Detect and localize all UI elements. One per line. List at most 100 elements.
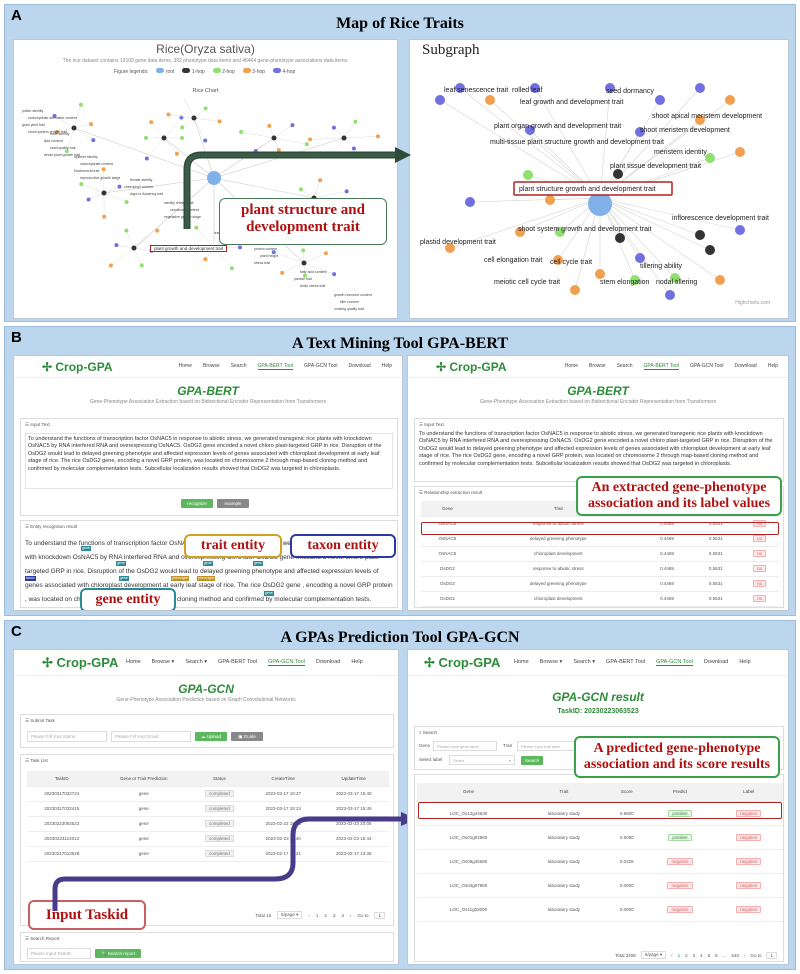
graph-node[interactable] xyxy=(191,115,197,121)
graph-node[interactable] xyxy=(523,170,533,180)
graph-node[interactable] xyxy=(595,269,605,279)
graph-node[interactable] xyxy=(101,167,106,172)
goto-input[interactable]: 1 xyxy=(766,951,777,959)
graph-node[interactable] xyxy=(465,197,475,207)
graph-node[interactable] xyxy=(271,250,276,255)
graph-node[interactable] xyxy=(180,136,184,140)
recognize-button[interactable]: recognize xyxy=(181,499,213,508)
graph-node[interactable] xyxy=(341,135,347,141)
nav-gpa-gcn[interactable]: GPA-GCN Tool xyxy=(268,659,305,666)
graph-node[interactable] xyxy=(695,115,705,125)
graph-node[interactable] xyxy=(276,148,281,153)
graph-node[interactable] xyxy=(605,83,615,93)
graph-node[interactable] xyxy=(101,190,107,196)
crop-gpa-logo[interactable]: ✢ Crop-GPA xyxy=(424,655,501,670)
gene-input[interactable]: Please input gene label xyxy=(433,741,497,751)
nav-browse[interactable]: Browse ▾ xyxy=(539,659,563,665)
graph-node[interactable] xyxy=(237,245,242,250)
graph-node[interactable] xyxy=(267,123,272,128)
graph-node[interactable] xyxy=(630,275,640,285)
nav-gpa-bert[interactable]: GPA-BERT Tool xyxy=(606,659,646,665)
graph-node[interactable] xyxy=(318,178,323,183)
graph-node[interactable] xyxy=(91,138,96,143)
graph-node[interactable] xyxy=(52,113,57,118)
graph-node[interactable] xyxy=(725,95,735,105)
nav-help[interactable]: Help xyxy=(739,659,751,665)
graph-node[interactable] xyxy=(695,230,705,240)
graph-node[interactable] xyxy=(114,243,119,248)
goto-input[interactable]: 1 xyxy=(374,911,385,919)
page-4[interactable]: 4 xyxy=(700,952,703,958)
graph-node[interactable] xyxy=(435,95,445,105)
graph-node[interactable] xyxy=(301,248,306,253)
page-4[interactable]: 4 xyxy=(341,912,344,918)
graph-node[interactable] xyxy=(695,83,705,93)
graph-node[interactable] xyxy=(485,95,495,105)
graph-node[interactable] xyxy=(613,169,623,179)
graph-node[interactable] xyxy=(715,275,725,285)
nav-gpa-bert[interactable]: GPA-BERT Tool xyxy=(257,363,294,370)
graph-node[interactable] xyxy=(280,270,285,275)
prev-page-icon[interactable]: ‹ xyxy=(308,912,310,918)
graph-node[interactable] xyxy=(353,119,358,124)
graph-node[interactable] xyxy=(161,135,167,141)
graph-node[interactable] xyxy=(174,151,179,156)
next-page-icon[interactable]: › xyxy=(743,952,746,958)
graph-node[interactable] xyxy=(290,123,295,128)
graph-node[interactable] xyxy=(79,182,84,187)
graph-node[interactable] xyxy=(705,245,715,255)
page-3[interactable]: 3 xyxy=(692,952,696,958)
nav-help[interactable]: Help xyxy=(351,659,363,665)
search-report-button[interactable]: 🔍 Search report xyxy=(95,949,141,958)
graph-node[interactable] xyxy=(545,195,555,205)
graph-node[interactable] xyxy=(665,290,675,300)
graph-node[interactable] xyxy=(525,125,535,135)
result-per-page[interactable]: 5/page ▾ xyxy=(640,951,667,959)
graph-node[interactable] xyxy=(655,95,665,105)
taskid-input[interactable]: Please Input TaskID xyxy=(27,948,91,959)
graph-node[interactable] xyxy=(139,263,144,268)
example-button[interactable]: example xyxy=(217,499,249,508)
nav-browse[interactable]: Browse xyxy=(589,363,606,369)
graph-node[interactable] xyxy=(735,147,745,157)
graph-node[interactable] xyxy=(298,187,303,192)
graph-node[interactable] xyxy=(331,125,336,130)
nav-search[interactable]: Search ▾ xyxy=(573,659,596,665)
task-per-page[interactable]: 5/page ▾ xyxy=(277,911,303,919)
nav-gpa-gcn[interactable]: GPA-GCN Tool xyxy=(304,363,338,369)
graph-node[interactable] xyxy=(71,125,77,131)
graph-node[interactable] xyxy=(217,119,222,124)
page-6[interactable]: 6 xyxy=(715,952,718,958)
nav-download[interactable]: Download xyxy=(315,659,341,665)
nav-gpa-bert[interactable]: GPA-BERT Tool xyxy=(643,363,680,370)
page-1[interactable]: 1 xyxy=(677,952,681,958)
graph-node[interactable] xyxy=(229,266,234,271)
graph-node[interactable] xyxy=(155,228,160,233)
root-node[interactable] xyxy=(588,192,612,216)
nav-download[interactable]: Download xyxy=(703,659,729,665)
graph-node[interactable] xyxy=(239,129,244,134)
graph-node[interactable] xyxy=(302,273,307,278)
graph-node[interactable] xyxy=(166,112,171,117)
graph-node[interactable] xyxy=(304,142,309,147)
page-3[interactable]: 3 xyxy=(332,912,336,918)
page-2[interactable]: 2 xyxy=(685,952,688,958)
crop-gpa-logo[interactable]: ✢ Crop-GPA xyxy=(42,360,113,374)
graph-node[interactable] xyxy=(102,214,107,219)
graph-node[interactable] xyxy=(375,134,380,139)
graph-node[interactable] xyxy=(445,243,455,253)
graph-node[interactable] xyxy=(54,130,59,135)
graph-node[interactable] xyxy=(670,273,680,283)
graph-node[interactable] xyxy=(124,228,129,233)
graph-node[interactable] xyxy=(555,227,565,237)
graph-node[interactable] xyxy=(735,225,745,235)
search-button[interactable]: Search xyxy=(521,756,543,765)
